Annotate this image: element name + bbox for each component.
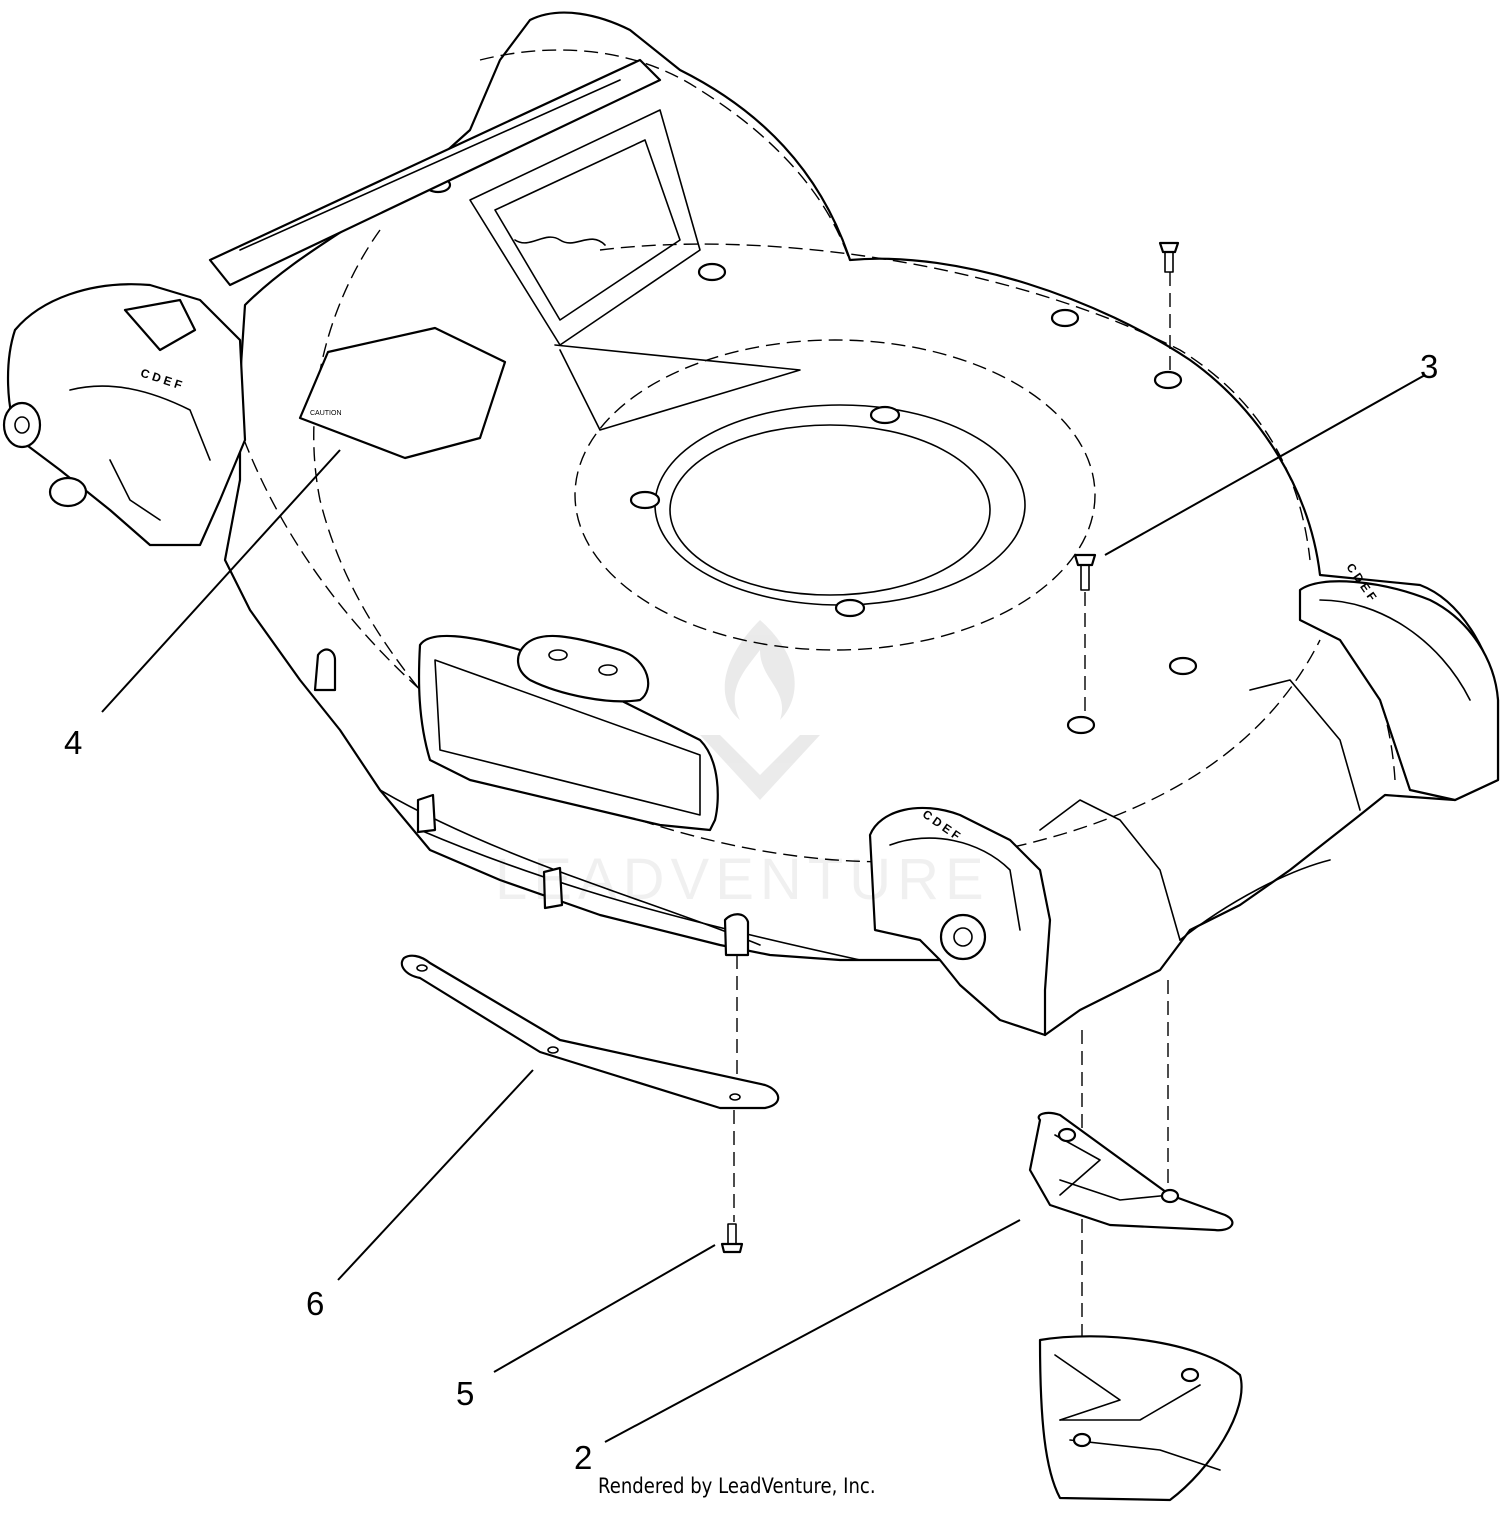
watermark-logo — [700, 620, 820, 800]
warning-decal — [298, 326, 507, 460]
deflector-cover-2 — [1038, 1335, 1243, 1502]
mower-deck-housing — [2, 11, 1500, 1037]
callout-4: 4 — [64, 724, 83, 761]
render-credit: Rendered by LeadVenture, Inc. — [598, 1474, 876, 1498]
screw-5 — [720, 1223, 744, 1254]
screw-3 — [1073, 553, 1097, 591]
callout-2: 2 — [574, 1439, 593, 1476]
callout-3: 3 — [1420, 348, 1439, 385]
skid-plate-6 — [400, 954, 780, 1110]
screw-3-top — [1158, 241, 1180, 273]
wheel-deflector-2 — [1028, 1111, 1234, 1232]
callout-5: 5 — [456, 1375, 475, 1412]
watermark-text: LEADVENTURE — [495, 847, 990, 912]
callout-6: 6 — [306, 1285, 325, 1322]
decal-text: CAUTION — [310, 410, 342, 417]
